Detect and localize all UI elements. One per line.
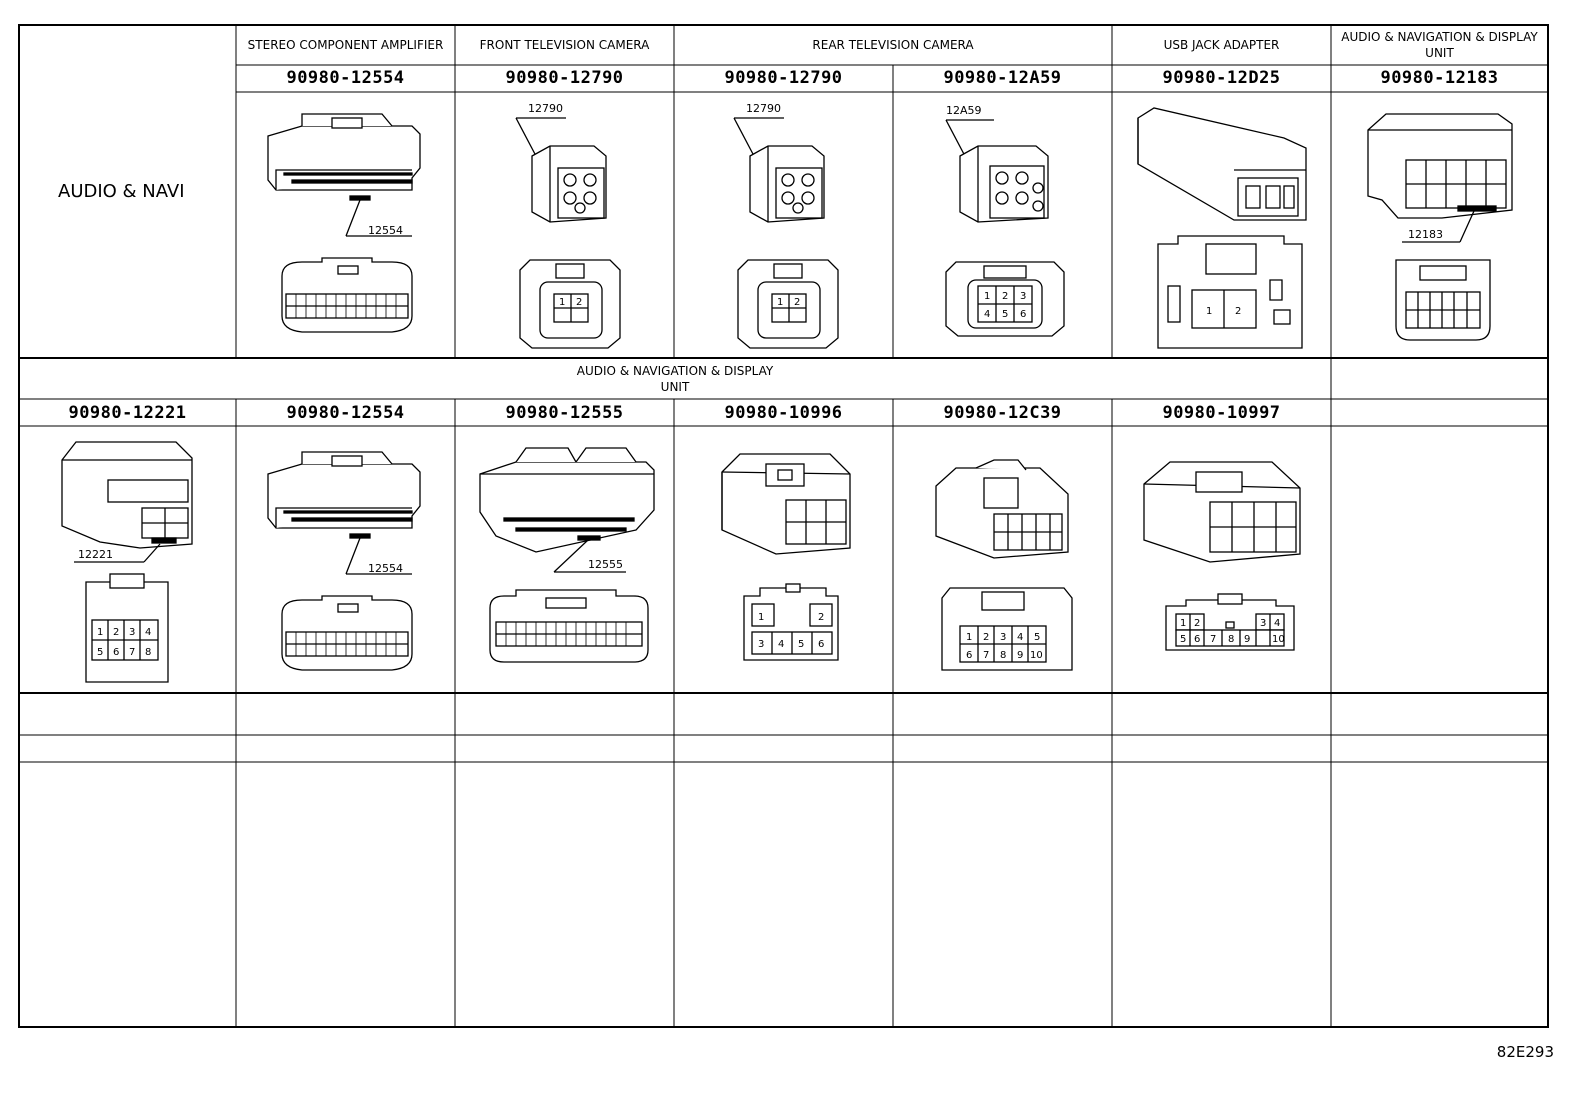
pin-label: 3 <box>1000 632 1006 643</box>
pin-label: 5 <box>97 647 103 658</box>
connector-12790-rear-illustration: 12790 1 2 <box>733 102 839 349</box>
connector-12554-illustration: 12554 <box>267 113 421 333</box>
part-number: 90980-12221 <box>68 403 187 423</box>
connector-12D25-illustration: 1 2 <box>1137 107 1307 349</box>
pin-label: 2 <box>113 627 119 638</box>
pin-label: 7 <box>129 647 135 658</box>
header-audio-nav-display-unit-line1: AUDIO & NAVIGATION & DISPLAY <box>1341 30 1538 44</box>
pin-label: 6 <box>1020 309 1026 320</box>
header-audio-nav-display-unit-line2: UNIT <box>1425 46 1454 60</box>
pin-label: 1 <box>984 291 990 302</box>
pin-label: 6 <box>1194 634 1200 645</box>
pin-label: 4 <box>145 627 151 638</box>
part-number: 90980-12D25 <box>1162 68 1281 88</box>
part-number: 90980-12183 <box>1380 68 1499 88</box>
pin-label: 5 <box>1002 309 1008 320</box>
connector-12555-illustration: 12555 <box>479 447 655 663</box>
pin-label: 6 <box>966 650 972 661</box>
part-number: 90980-12554 <box>286 68 405 88</box>
pin-label: 2 <box>1194 618 1200 629</box>
part-number: 90980-10996 <box>724 403 843 423</box>
pin-label: 1 <box>1180 618 1186 629</box>
header-row2-line2: UNIT <box>660 380 690 394</box>
pin-label: 1 <box>966 632 972 643</box>
header-row2-line1: AUDIO & NAVIGATION & DISPLAY <box>576 364 774 378</box>
callout-label: 12183 <box>1408 228 1443 241</box>
header-stereo-component-amplifier: STEREO COMPONENT AMPLIFIER <box>247 38 444 52</box>
pin-label: 5 <box>1034 632 1040 643</box>
side-label: AUDIO & NAVI <box>58 181 185 202</box>
connector-12790-front-illustration: 12790 1 2 <box>515 102 621 349</box>
pin-label: 2 <box>818 612 824 623</box>
header-usb-jack-adapter: USB JACK ADAPTER <box>1163 38 1280 52</box>
pin-label: 5 <box>798 639 804 650</box>
header-front-television-camera: FRONT TELEVISION CAMERA <box>479 38 650 52</box>
pin-label: 6 <box>818 639 824 650</box>
pin-label: 1 <box>777 297 783 308</box>
pin-label: 1 <box>758 612 764 623</box>
pin-label: 3 <box>1260 618 1266 629</box>
pin-label: 3 <box>758 639 764 650</box>
pin-label: 1 <box>559 297 565 308</box>
pin-label: 1 <box>1206 306 1212 317</box>
pin-label: 2 <box>1002 291 1008 302</box>
part-number: 90980-12A59 <box>943 68 1062 88</box>
part-number: 90980-12790 <box>505 68 624 88</box>
pin-label: 10 <box>1030 650 1043 661</box>
part-number: 90980-12554 <box>286 403 405 423</box>
callout-label: 12554 <box>368 224 403 237</box>
pin-label: 9 <box>1244 634 1250 645</box>
pin-label: 10 <box>1272 634 1285 645</box>
figure-id: 82E293 <box>1496 1043 1554 1061</box>
pin-label: 2 <box>576 297 582 308</box>
pin-label: 2 <box>1235 306 1241 317</box>
pin-label: 8 <box>1228 634 1234 645</box>
connector-12221-illustration: 12221 1 2 3 4 5 6 7 8 <box>61 441 193 683</box>
callout-label: 12A59 <box>946 104 982 117</box>
header-rear-television-camera: REAR TELEVISION CAMERA <box>812 38 974 52</box>
connector-12A59-illustration: 12A59 1 2 3 4 5 6 <box>945 104 1065 337</box>
callout-label: 12790 <box>746 102 781 115</box>
pin-label: 8 <box>145 647 151 658</box>
pin-label: 2 <box>983 632 989 643</box>
callout-label: 12555 <box>588 558 623 571</box>
pin-label: 8 <box>1000 650 1006 661</box>
part-number: 90980-12790 <box>724 68 843 88</box>
callout-label: 12554 <box>368 562 403 575</box>
connector-10996-illustration: 1 2 3 4 5 6 <box>721 453 851 661</box>
connector-12554-illustration: 12554 <box>267 451 421 671</box>
part-number: 90980-12C39 <box>943 403 1062 423</box>
pin-label: 5 <box>1180 634 1186 645</box>
connector-12C39-illustration: 1 2 3 4 5 6 7 8 9 10 <box>935 459 1073 671</box>
connector-10997-illustration: 1 2 3 4 5 6 7 8 9 10 <box>1143 461 1301 651</box>
callout-label: 12221 <box>78 548 113 561</box>
pin-label: 4 <box>1274 618 1280 629</box>
pin-label: 4 <box>1017 632 1023 643</box>
pin-label: 3 <box>129 627 135 638</box>
pin-label: 4 <box>984 309 990 320</box>
callout-label: 12790 <box>528 102 563 115</box>
part-number: 90980-10997 <box>1162 403 1281 423</box>
pin-label: 4 <box>778 639 784 650</box>
part-number: 90980-12555 <box>505 403 624 423</box>
pin-label: 1 <box>97 627 103 638</box>
connector-12183-illustration: 12183 <box>1367 113 1513 341</box>
pin-label: 7 <box>1210 634 1216 645</box>
pin-label: 3 <box>1020 291 1026 302</box>
pin-label: 7 <box>983 650 989 661</box>
pin-label: 2 <box>794 297 800 308</box>
pin-label: 9 <box>1017 650 1023 661</box>
pin-label: 6 <box>113 647 119 658</box>
